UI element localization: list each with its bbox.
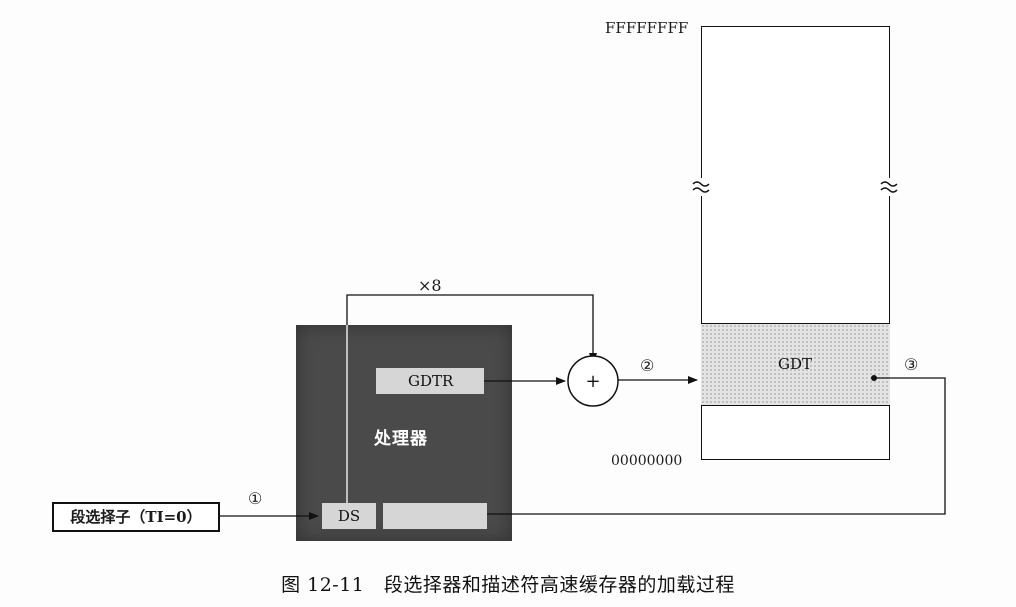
- memory-break-left-gap: [692, 178, 712, 196]
- gdt-table-block: [701, 323, 890, 406]
- multiply-by-8-label: ×8: [418, 276, 442, 295]
- adder-circle: [567, 355, 619, 407]
- figure-caption: 图 12-11 段选择器和描述符高速缓存器的加载过程: [281, 574, 735, 596]
- step-2-marker: ②: [640, 356, 655, 375]
- memory-top-address: FFFFFFFF: [605, 19, 689, 37]
- ds-register: DS: [322, 503, 376, 529]
- memory-break-left-icon: [692, 181, 710, 193]
- arrow-gdt-to-cache: [442, 377, 946, 518]
- memory-break-right-gap: [880, 178, 900, 196]
- memory-break-right-icon: [880, 181, 898, 193]
- gdtr-label: GDTR: [408, 372, 454, 390]
- processor-label: 处理器: [374, 429, 428, 449]
- adder-plus-sign: +: [585, 371, 600, 392]
- step-1-marker: ①: [248, 489, 263, 508]
- gdt-label: GDT: [778, 355, 813, 373]
- segment-selector-box: 段选择子（TI=0）: [52, 502, 220, 532]
- memory-bottom-address: 00000000: [611, 453, 683, 469]
- arrow-ds-times8-to-adder: [346, 294, 597, 363]
- descriptor-cache-register: [383, 503, 487, 529]
- gdtr-register: GDTR: [376, 368, 484, 394]
- step-3-marker: ③: [904, 355, 919, 374]
